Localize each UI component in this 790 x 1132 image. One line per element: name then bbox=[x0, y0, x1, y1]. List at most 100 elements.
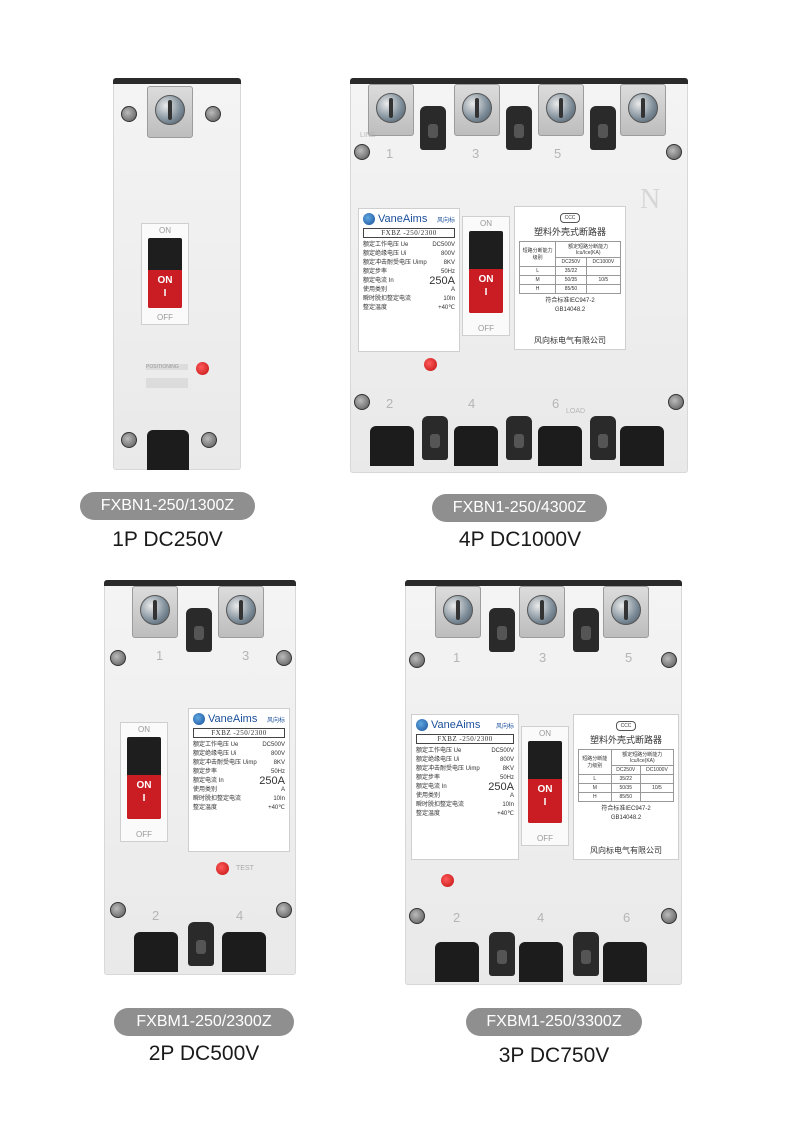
brand-cn: 风向标 bbox=[266, 717, 285, 724]
bottom-cavity bbox=[538, 426, 582, 466]
mount-hole bbox=[121, 432, 137, 448]
table-head: 短路分断能力级别 bbox=[578, 749, 612, 775]
np-label: 额定电流 In bbox=[193, 778, 224, 784]
np-label: 瞬时脱扣整定电流 bbox=[416, 802, 465, 808]
np-label: 瞬时脱扣整定电流 bbox=[363, 296, 412, 302]
screw-icon bbox=[546, 93, 576, 123]
bottom-cavity bbox=[147, 430, 189, 470]
terminal-slot bbox=[590, 416, 616, 460]
brand-logo-icon bbox=[416, 719, 428, 731]
mount-hole bbox=[205, 106, 221, 122]
toggle-handle: ON I bbox=[148, 238, 182, 308]
table-cell: 10/5 bbox=[639, 783, 675, 793]
mount-hole bbox=[276, 650, 292, 666]
handle-red-indicator: ON I bbox=[127, 775, 161, 819]
screw-icon bbox=[140, 595, 170, 625]
screw-icon bbox=[443, 595, 473, 625]
np-label: 使用类别 bbox=[416, 793, 441, 799]
terminal-number: 1 bbox=[156, 648, 164, 663]
handle-red-sub: I bbox=[163, 288, 167, 299]
mount-hole bbox=[666, 144, 682, 160]
terminal-slot bbox=[420, 106, 446, 150]
info-plate: CCC 塑料外壳式断路器 短路分断能力级别额定短路分断能力 Icu/Ice(KA… bbox=[514, 206, 626, 350]
toggle-handle: ON I bbox=[528, 741, 562, 823]
handle-housing: ON ON I OFF bbox=[462, 216, 510, 336]
toggle-handle: ON I bbox=[127, 737, 161, 819]
handle-red-indicator: ON I bbox=[528, 779, 562, 823]
np-value: 10In bbox=[273, 796, 285, 802]
breaker-3p-body: 1 3 5 VaneAims 风向标 FXBZ -250/2300 额定工作电压… bbox=[405, 580, 682, 985]
screw-icon bbox=[155, 95, 185, 125]
handle-on-label: ON bbox=[159, 226, 171, 235]
np-label: 额定步率 bbox=[193, 769, 218, 775]
terminal-slot bbox=[573, 932, 599, 976]
table-cell: L bbox=[578, 774, 612, 784]
terminal bbox=[454, 84, 500, 136]
handle-red-text: ON bbox=[478, 274, 494, 285]
bottom-cavity bbox=[519, 942, 563, 982]
np-label: 额定冲击耐受电压 Uimp bbox=[363, 260, 427, 266]
bottom-cavity bbox=[134, 932, 178, 972]
company-name: 风向标电气有限公司 bbox=[590, 846, 662, 855]
terminal bbox=[538, 84, 584, 136]
handle-housing: ON ON I OFF bbox=[521, 726, 569, 846]
table-cell: 10/5 bbox=[585, 275, 622, 285]
handle-on-label: ON bbox=[138, 725, 150, 734]
terminal bbox=[519, 586, 565, 638]
terminal bbox=[132, 586, 178, 638]
np-value: DC500V bbox=[491, 748, 514, 754]
table-col: DC250V bbox=[555, 257, 587, 267]
line-label: LINE bbox=[360, 132, 376, 139]
terminal-number: 4 bbox=[236, 908, 244, 923]
bottom-cavity bbox=[454, 426, 498, 466]
caption: 1P DC250V bbox=[112, 528, 223, 551]
screw-icon bbox=[611, 595, 641, 625]
table-head: 额定短路分断能力 Icu/Ice(KA) bbox=[555, 241, 621, 258]
terminal bbox=[218, 586, 264, 638]
terminal-slot bbox=[489, 608, 515, 652]
np-label: 瞬时脱扣整定电流 bbox=[193, 796, 242, 802]
handle-on-label: ON bbox=[539, 729, 551, 738]
np-label: 使用类别 bbox=[193, 787, 218, 793]
terminal bbox=[368, 84, 414, 136]
brand-name: VaneAims bbox=[431, 719, 481, 731]
np-label: 整定温度 bbox=[416, 811, 441, 817]
brand-logo-icon bbox=[363, 213, 375, 225]
mount-hole bbox=[201, 432, 217, 448]
np-value: 250A bbox=[429, 275, 455, 287]
nameplate-model: FXBZ -250/2300 bbox=[416, 734, 514, 744]
np-value: 800V bbox=[499, 757, 514, 763]
np-value: +40℃ bbox=[438, 305, 455, 311]
np-value: A bbox=[450, 287, 455, 293]
terminal-slot bbox=[186, 608, 212, 652]
np-value: A bbox=[509, 793, 514, 799]
terminal-number: 4 bbox=[537, 910, 545, 925]
table-cell bbox=[585, 284, 622, 294]
standard-1: 符合标准IEC947-2 bbox=[601, 806, 651, 812]
np-label: 额定电流 In bbox=[416, 784, 447, 790]
caption: 2P DC500V bbox=[148, 1042, 260, 1065]
standard-1: 符合标准IEC947-2 bbox=[545, 298, 595, 304]
np-label: 额定电流 In bbox=[363, 278, 394, 284]
toggle-handle: ON I bbox=[469, 231, 503, 313]
test-button bbox=[424, 358, 437, 371]
terminal-slot bbox=[590, 106, 616, 150]
table-cell: H bbox=[518, 284, 557, 294]
caption: 3P DC750V bbox=[498, 1044, 610, 1067]
info-plate: CCC 塑料外壳式断路器 短路分断能力级别额定短路分断能力 Icu/Ice(KA… bbox=[573, 714, 679, 860]
standard-text: 符合标准IEC947-2 GB14048.2 bbox=[515, 297, 625, 315]
standard-text: 符合标准IEC947-2 GB14048.2 bbox=[574, 805, 678, 823]
handle-red-sub: I bbox=[142, 793, 146, 804]
nameplate-brand: VaneAims 风向标 bbox=[412, 715, 518, 733]
np-value: 10In bbox=[502, 802, 514, 808]
screw-icon bbox=[628, 93, 658, 123]
terminal-number: 2 bbox=[152, 908, 160, 923]
terminal-number: 1 bbox=[453, 650, 461, 665]
terminal-number: 1 bbox=[386, 146, 394, 161]
terminal-number: 5 bbox=[625, 650, 633, 665]
np-value: 50Hz bbox=[440, 269, 455, 275]
handle-red-text: ON bbox=[157, 275, 173, 286]
table-col: DC1000V bbox=[585, 257, 622, 267]
strip-blank bbox=[146, 378, 188, 388]
table-cell: 50/35 bbox=[610, 783, 641, 793]
